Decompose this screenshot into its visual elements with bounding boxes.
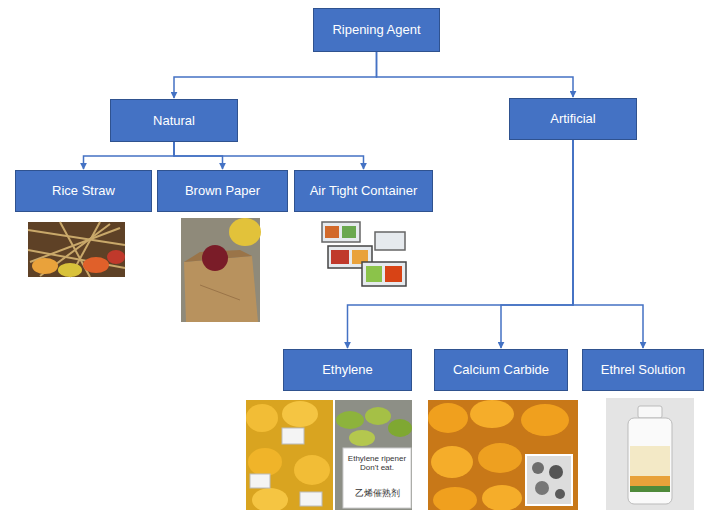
- process-box: Calcium Carbide: [434, 349, 568, 391]
- ethylene-photo-sachet: [343, 448, 411, 508]
- calcium-carbide-photo: [555, 489, 565, 499]
- photo-text: Ethylene ripener Don't eat.: [345, 455, 409, 473]
- ethrel-bottle-photo: [606, 398, 694, 510]
- ethrel-bottle-photo: [606, 398, 694, 510]
- brown-paper-photo: [229, 218, 261, 246]
- process-box: Artificial: [509, 98, 637, 140]
- containers-photo: [366, 266, 382, 282]
- calcium-carbide-photo: [482, 485, 522, 510]
- ethrel-bottle-photo: [638, 406, 662, 418]
- containers-photo: [342, 226, 356, 238]
- process-box: Air Tight Container: [294, 170, 433, 212]
- brown-paper-photo: [181, 218, 261, 322]
- ethrel-bottle-photo: [630, 476, 670, 486]
- rice-straw-photo: [30, 228, 120, 262]
- connector-arrow: [174, 52, 377, 98]
- connector-arrow: [573, 140, 643, 348]
- process-box: Natural: [110, 99, 238, 142]
- ethylene-photo-sachet: [335, 400, 412, 510]
- ethylene-photo-sachet: [336, 411, 364, 429]
- rice-straw-photo: [28, 222, 125, 277]
- connector-arrow: [377, 52, 574, 97]
- ethrel-bottle-photo: [630, 486, 670, 492]
- box-label: Calcium Carbide: [447, 362, 555, 378]
- box-label: Ethrel Solution: [595, 362, 692, 378]
- ethylene-photo-mangoes: [294, 455, 330, 485]
- containers-photo: [362, 262, 406, 286]
- box-label: Brown Paper: [179, 183, 266, 199]
- ethylene-photo-mangoes: [246, 400, 333, 510]
- ethylene-photo-sachet: [388, 419, 412, 437]
- calcium-carbide-photo: [428, 400, 578, 510]
- ethrel-bottle-photo: [630, 446, 670, 476]
- brown-paper-photo: [202, 245, 228, 271]
- calcium-carbide-photo: [535, 481, 549, 495]
- box-label: Natural: [147, 113, 201, 129]
- containers-photo: [375, 232, 405, 250]
- containers-photo: [318, 218, 410, 293]
- ethylene-photo-mangoes: [282, 401, 318, 427]
- ethylene-photo-sachet: [365, 407, 391, 425]
- box-label: Air Tight Container: [304, 183, 424, 199]
- brown-paper-photo: [200, 285, 240, 300]
- rice-straw-photo: [107, 250, 125, 264]
- calcium-carbide-photo: [549, 465, 563, 479]
- connector-arrow: [84, 142, 175, 169]
- rice-straw-photo: [28, 222, 125, 277]
- photo-text: 乙烯催熟剂: [349, 489, 405, 499]
- containers-photo: [322, 222, 360, 242]
- rice-straw-photo: [28, 222, 125, 277]
- calcium-carbide-photo: [433, 487, 477, 510]
- calcium-carbide-photo: [532, 462, 544, 474]
- connector-arrow: [501, 140, 573, 348]
- ethylene-photo-mangoes: [250, 474, 270, 488]
- ethylene-photo-mangoes: [246, 404, 278, 432]
- box-label: Ripening Agent: [326, 22, 426, 38]
- ethylene-photo-sachet: [335, 400, 412, 510]
- process-box: Ripening Agent: [313, 8, 440, 52]
- ethylene-photo-mangoes: [248, 448, 282, 476]
- calcium-carbide-photo: [431, 446, 473, 478]
- process-box: Ethrel Solution: [582, 349, 704, 391]
- containers-photo: [325, 226, 339, 238]
- ethylene-photo-sachet: [349, 430, 375, 446]
- process-box: Brown Paper: [157, 170, 288, 212]
- box-label: Ethylene: [316, 362, 379, 378]
- ethylene-photo-mangoes: [282, 428, 304, 444]
- calcium-carbide-photo: [470, 400, 514, 428]
- ethrel-bottle-photo: [628, 418, 672, 504]
- ethylene-photo-mangoes: [300, 492, 322, 506]
- box-label: Artificial: [544, 111, 602, 127]
- calcium-carbide-photo: [521, 404, 569, 436]
- process-box: Ethylene: [283, 349, 412, 391]
- box-label: Rice Straw: [46, 183, 121, 199]
- rice-straw-photo: [83, 257, 109, 273]
- connector-arrow: [174, 142, 364, 169]
- containers-photo: [318, 218, 410, 293]
- containers-photo: [331, 250, 349, 264]
- calcium-carbide-photo: [428, 403, 468, 433]
- rice-straw-photo: [58, 263, 82, 277]
- calcium-carbide-photo: [478, 443, 522, 473]
- calcium-carbide-photo: [526, 455, 572, 505]
- brown-paper-photo: [181, 218, 260, 322]
- rice-straw-photo: [32, 258, 58, 274]
- process-box: Rice Straw: [15, 170, 152, 212]
- ethylene-photo-mangoes: [252, 488, 288, 510]
- containers-photo: [385, 266, 402, 282]
